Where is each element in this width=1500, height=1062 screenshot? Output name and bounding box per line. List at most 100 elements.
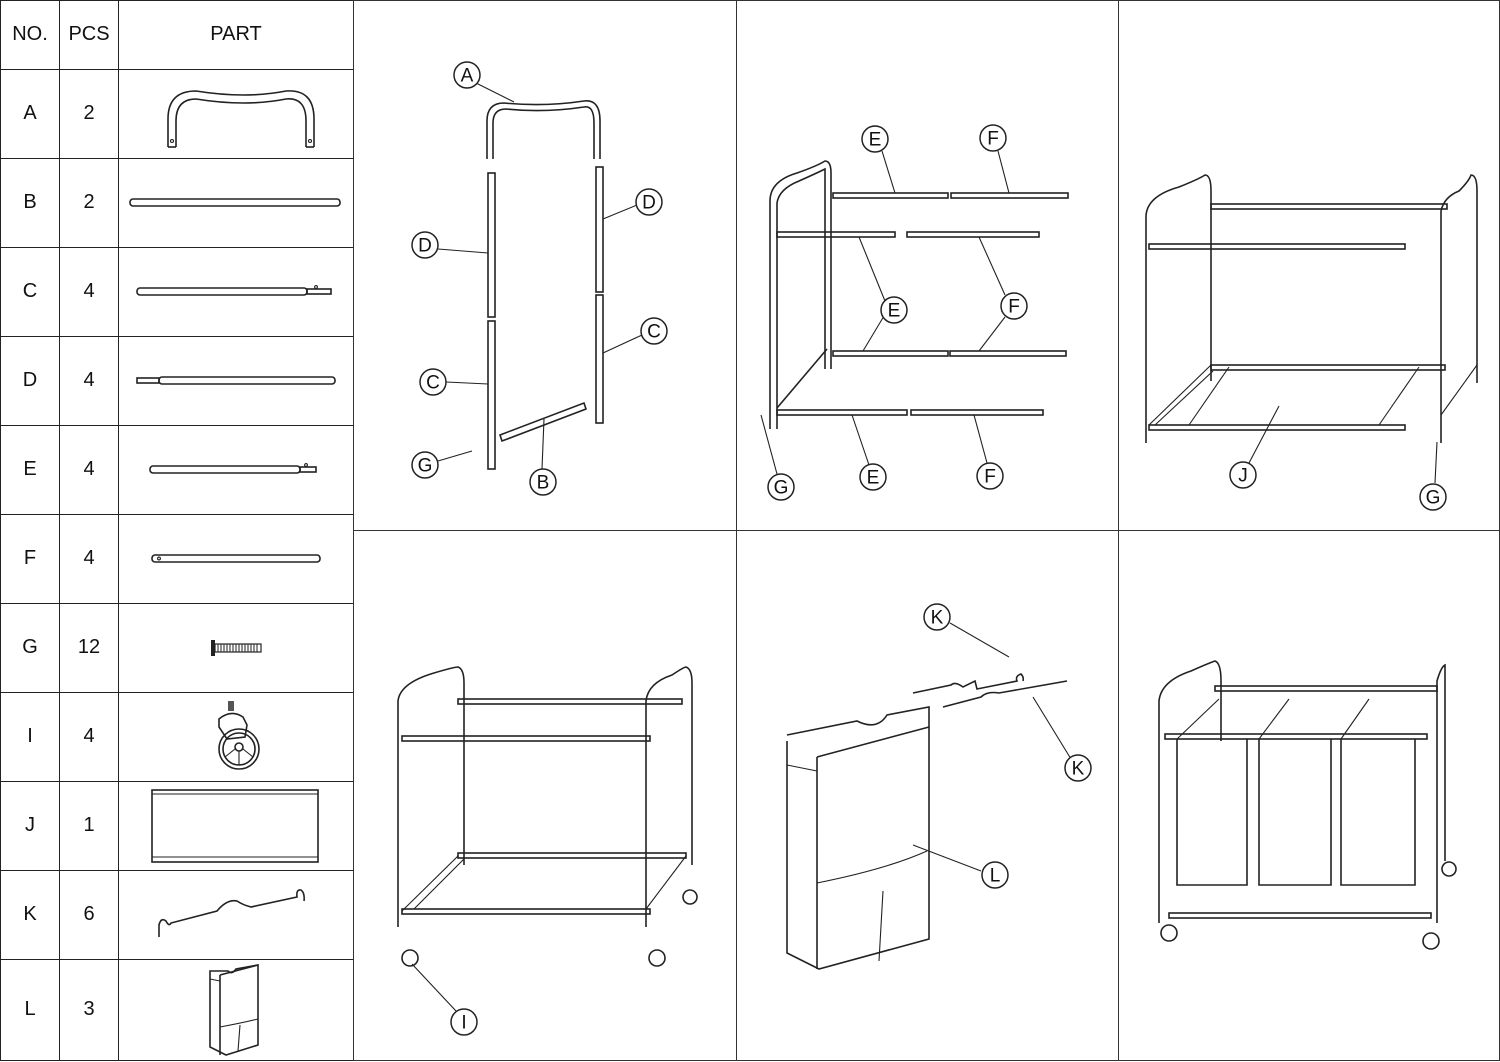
step-4-panel: I [353, 530, 737, 1061]
svg-text:D: D [642, 193, 656, 214]
part-pcs: 12 [59, 602, 119, 693]
step-3-diagram: J G [1145, 174, 1478, 511]
step-3-panel: J G [1118, 0, 1500, 531]
wire-hook-icon [158, 888, 305, 937]
svg-text:C: C [426, 373, 440, 394]
short-tube-with-connector-icon [149, 462, 317, 474]
part-no: G [0, 602, 60, 693]
callout-E-bottom: E [851, 414, 887, 491]
short-tube-icon [151, 553, 321, 563]
part-image [118, 958, 354, 1062]
step-6-panel [1118, 530, 1500, 1061]
svg-text:I: I [461, 1013, 466, 1034]
caster-wheels [401, 889, 698, 967]
svg-text:G: G [418, 456, 433, 477]
svg-text:F: F [1008, 297, 1020, 318]
rods-row [776, 192, 1069, 416]
callout-F-mid: F [978, 236, 1028, 352]
table-row: C 4 [0, 246, 354, 337]
part-pcs: 4 [59, 335, 119, 426]
header-no: NO. [0, 0, 60, 70]
svg-text:D: D [418, 236, 432, 257]
callout-I: I [411, 963, 478, 1036]
svg-text:E: E [888, 301, 901, 322]
part-no: F [0, 513, 60, 604]
part-pcs: 2 [59, 68, 119, 159]
callout-A: A [453, 61, 515, 103]
callout-F-top: F [979, 124, 1010, 194]
callout-D-left: D [411, 231, 489, 259]
step-5-diagram: K K L [786, 603, 1092, 970]
table-row: G 12 [0, 602, 354, 693]
part-image [118, 157, 354, 248]
tube-with-connector-icon [136, 284, 332, 296]
svg-text:C: C [647, 322, 661, 343]
callout-L: L [912, 844, 1009, 889]
svg-text:E: E [867, 468, 880, 489]
u-shaped-top-tube-icon [167, 89, 315, 148]
table-row: B 2 [0, 157, 354, 248]
part-pcs: 4 [59, 246, 119, 337]
callout-E-mid: E [858, 236, 908, 352]
callout-G: G [760, 414, 795, 501]
part-pcs: 4 [59, 691, 119, 782]
part-pcs: 6 [59, 869, 119, 960]
table-row: F 4 [0, 513, 354, 604]
svg-text:G: G [1426, 488, 1441, 509]
part-image [118, 869, 354, 960]
svg-text:K: K [1072, 759, 1085, 780]
table-row: K 6 [0, 869, 354, 960]
svg-text:G: G [774, 478, 789, 499]
caster-wheels [1160, 861, 1457, 950]
straight-tube-icon [129, 197, 341, 207]
parts-table: NO. PCS PART A 2 B 2 C 4 [0, 0, 354, 1062]
part-image [118, 780, 354, 871]
laundry-bags [1176, 698, 1416, 886]
step-6-diagram [1158, 660, 1457, 950]
part-no: I [0, 691, 60, 782]
part-no: C [0, 246, 60, 337]
step-1-diagram: A D D C C G B [411, 61, 668, 496]
part-image [118, 246, 354, 337]
part-no: D [0, 335, 60, 426]
callout-K-top: K [923, 603, 1010, 658]
part-pcs: 1 [59, 780, 119, 871]
part-pcs: 2 [59, 157, 119, 248]
table-row: I 4 [0, 691, 354, 782]
tube-with-narrow-end-icon [136, 375, 336, 385]
part-no: K [0, 869, 60, 960]
callout-J: J [1229, 405, 1280, 489]
part-image [118, 513, 354, 604]
part-pcs: 4 [59, 513, 119, 604]
part-no: E [0, 424, 60, 515]
callout-D-right: D [602, 188, 663, 220]
screw-icon [211, 639, 262, 656]
step-5-panel: K K L [736, 530, 1119, 1061]
svg-text:A: A [461, 66, 474, 87]
part-pcs: 3 [59, 958, 119, 1062]
table-row: J 1 [0, 780, 354, 871]
part-image [118, 68, 354, 159]
svg-text:F: F [984, 467, 996, 488]
part-no: A [0, 68, 60, 159]
callout-G: G [411, 450, 473, 479]
callout-F-bottom: F [973, 414, 1004, 490]
step-2-diagram: E F E F G E F [760, 124, 1069, 501]
part-image [118, 335, 354, 426]
laundry-bag-icon [209, 963, 259, 1056]
svg-text:J: J [1238, 466, 1248, 487]
svg-text:B: B [537, 473, 550, 494]
step-4-diagram: I [397, 666, 698, 1036]
part-pcs: 4 [59, 424, 119, 515]
part-no: J [0, 780, 60, 871]
table-row: E 4 [0, 424, 354, 515]
callout-C-right: C [602, 317, 668, 354]
table-row: D 4 [0, 335, 354, 426]
parts-table-header: NO. PCS PART [0, 0, 354, 70]
header-pcs: PCS [59, 0, 119, 70]
step-2-panel: E F E F G E F [736, 0, 1119, 531]
caster-wheel-icon [218, 700, 260, 770]
svg-text:F: F [987, 129, 999, 150]
svg-text:L: L [990, 866, 1001, 887]
part-image [118, 602, 354, 693]
